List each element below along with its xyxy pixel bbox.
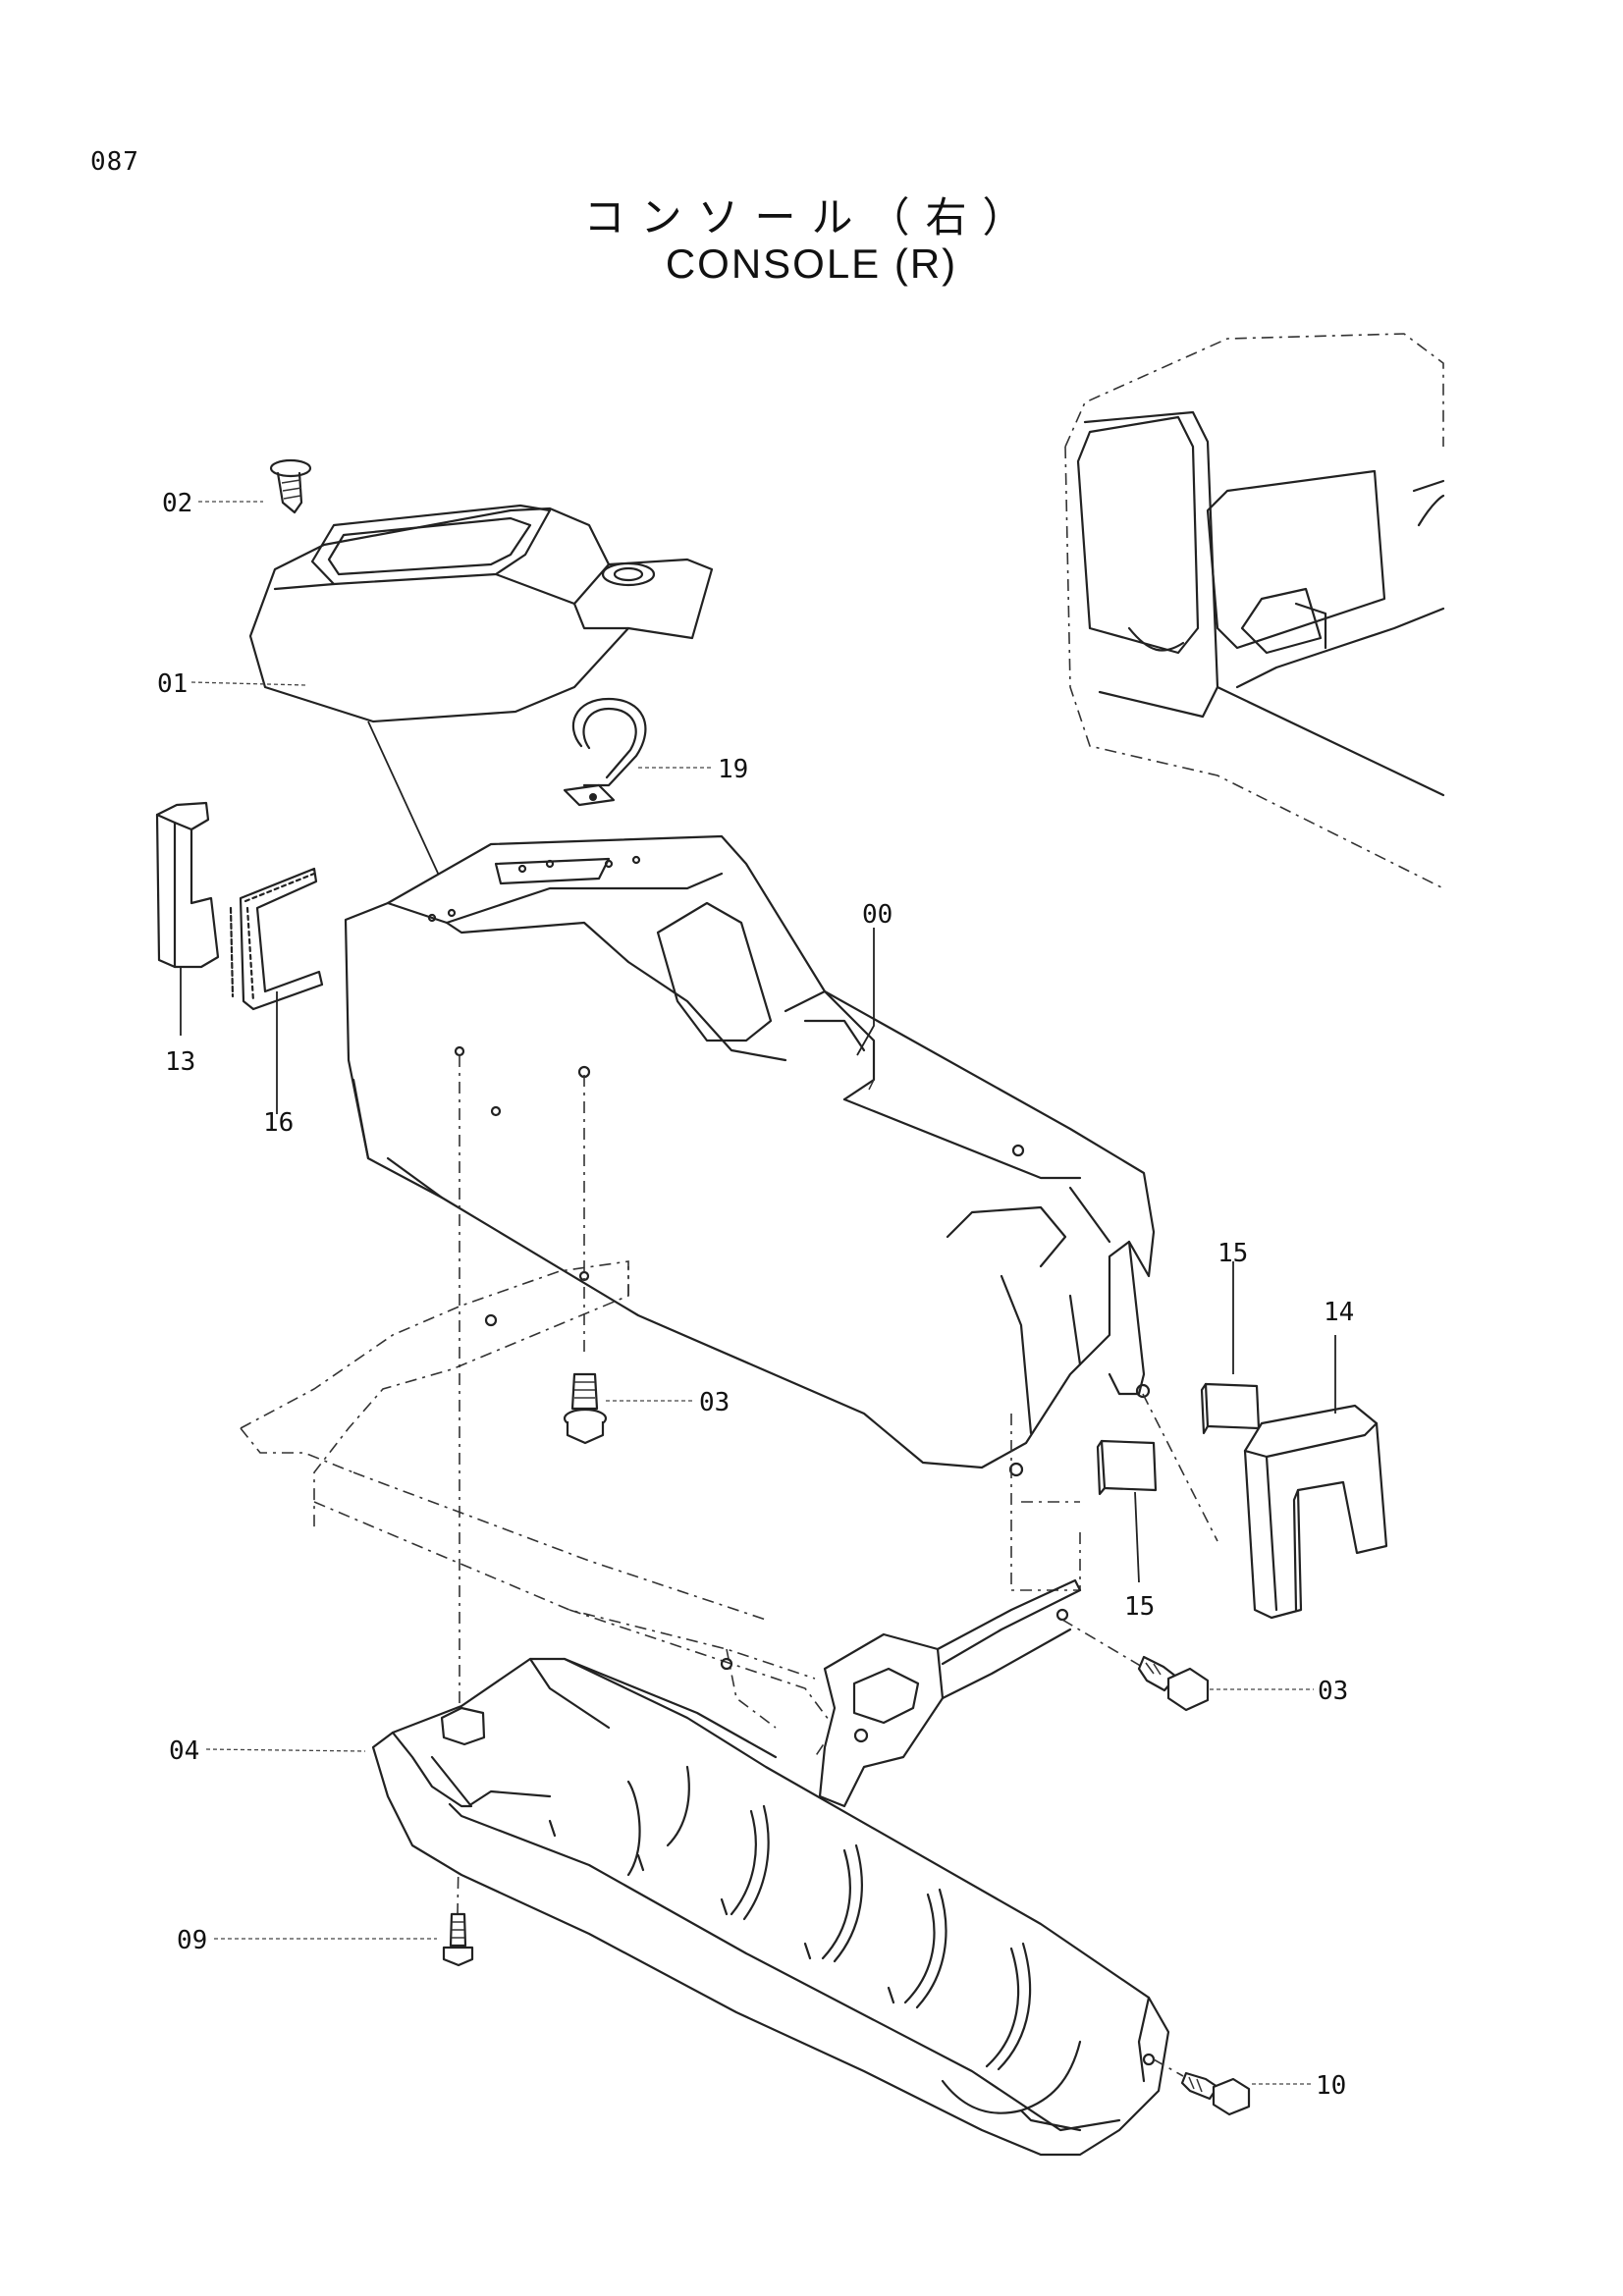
bracket — [818, 1578, 1082, 1808]
part-15-pad-upper — [1200, 1261, 1261, 1435]
page-number: 087 — [90, 147, 139, 177]
part-15-pad-lower — [1096, 1439, 1158, 1583]
part-19-clamp — [563, 697, 713, 807]
callout-label: 14 — [1324, 1298, 1354, 1327]
part-14-u-trim — [1243, 1335, 1388, 1620]
part-04-under-cover — [205, 1657, 1170, 2157]
callout-label: 01 — [157, 669, 188, 699]
callout-label: 03 — [1318, 1677, 1348, 1706]
callout-label: 04 — [169, 1736, 199, 1766]
part-03-bolt-lower — [1137, 1655, 1314, 1712]
cab-location-inset — [1064, 333, 1445, 889]
callout-label: 02 — [162, 489, 192, 518]
part-13-trim-block — [155, 801, 220, 1036]
part-09-screw — [214, 1912, 474, 1967]
part-00-console — [344, 834, 1156, 1477]
part-10-bolt — [1153, 2058, 1311, 2116]
callout-label: 00 — [862, 900, 893, 930]
part-02-screw — [198, 458, 312, 514]
callout-label: 15 — [1124, 1592, 1155, 1622]
part-16-edge-trim — [229, 867, 324, 1114]
callout-labels: 00 01 02 03 03 04 09 10 13 14 15 15 16 1… — [157, 489, 1354, 2101]
callout-label: 10 — [1316, 2071, 1346, 2101]
callout-label: 16 — [263, 1108, 294, 1138]
callout-label: 15 — [1217, 1239, 1248, 1268]
title-english: CONSOLE (R) — [665, 240, 958, 287]
part-03-bolt-upper — [563, 1372, 694, 1445]
callout-label: 13 — [165, 1047, 195, 1077]
floor-frame — [240, 1260, 1081, 1758]
title-japanese: コンソール（右） — [583, 193, 1040, 241]
callout-label: 19 — [718, 755, 748, 784]
callout-label: 03 — [699, 1388, 730, 1417]
part-01-top-cover — [190, 504, 714, 904]
callout-label: 09 — [177, 1926, 207, 1955]
